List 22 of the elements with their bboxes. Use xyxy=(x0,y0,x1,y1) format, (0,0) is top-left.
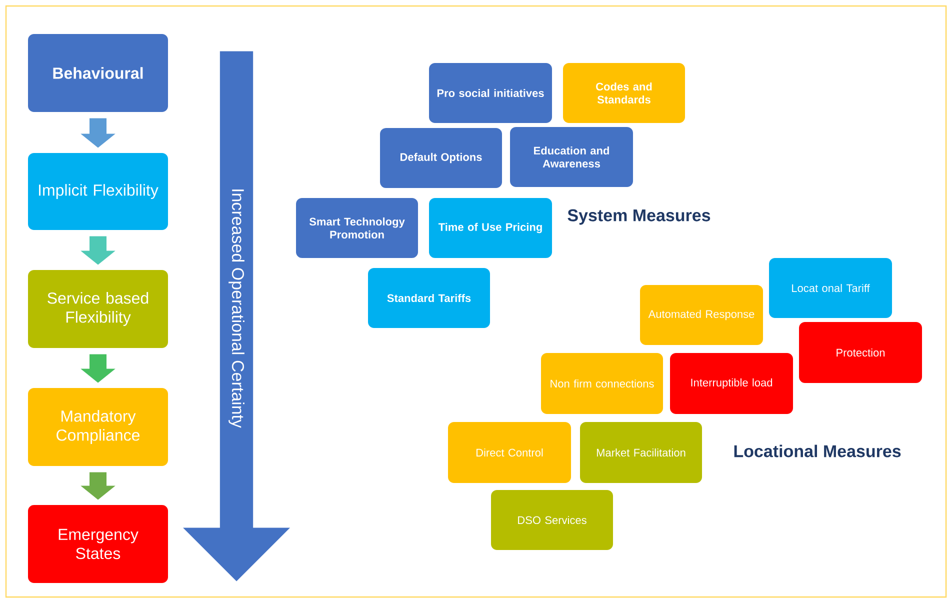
measure-box: Automated Response xyxy=(640,285,763,345)
section-heading: System Measures xyxy=(568,209,710,225)
measure-box: Smart Technology Promotion xyxy=(296,198,418,258)
measure-box: Behavioural xyxy=(28,34,168,112)
measure-box: Interruptible load xyxy=(670,353,793,414)
measure-box: Service based Flexibility xyxy=(28,270,168,348)
section-heading: Locational Measures xyxy=(734,444,901,458)
measure-box: DSO Services xyxy=(491,490,613,550)
measure-box: Protection xyxy=(799,322,922,383)
measure-box: Emergency States xyxy=(28,505,168,583)
measure-box: Direct Control xyxy=(448,422,571,483)
measure-box: Market Facilitation xyxy=(580,422,702,483)
measure-box: Mandatory Compliance xyxy=(28,388,168,466)
measure-box: Education and Awareness xyxy=(510,127,633,187)
measure-box: Implicit Flexibility xyxy=(28,153,168,230)
measure-box: Time of Use Pricing xyxy=(429,198,552,258)
measure-box: Non firm connections xyxy=(541,353,663,414)
measure-box: Default Options xyxy=(380,128,502,188)
measure-box: Pro social initiatives xyxy=(429,63,552,123)
measure-box: Codes and Standards xyxy=(563,63,685,123)
measure-box: Locat onal Tariff xyxy=(769,258,892,318)
measure-box: Standard Tariffs xyxy=(368,268,490,328)
